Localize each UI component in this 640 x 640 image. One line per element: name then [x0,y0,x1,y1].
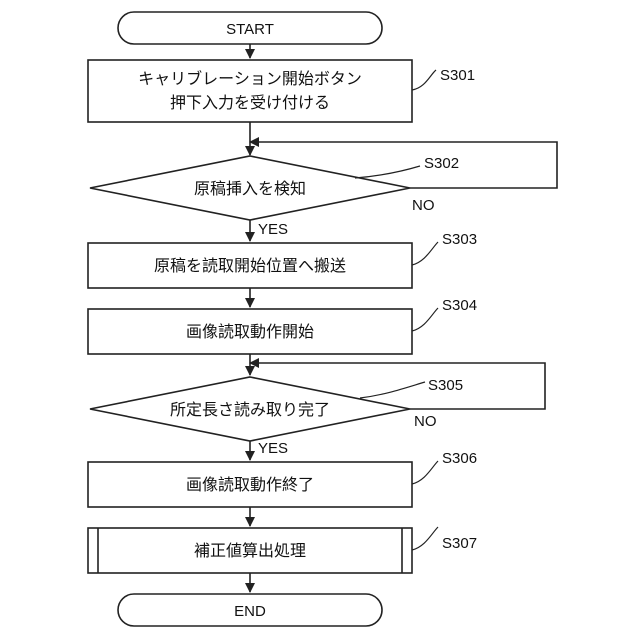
leader-s307 [412,527,438,550]
leader-s305 [360,382,425,398]
step-id-s306: S306 [442,450,477,467]
decision-s305: 所定長さ読み取り完了 [90,377,410,441]
leader-s304 [412,308,438,331]
s304-text: 画像読取動作開始 [186,322,314,341]
leader-s301 [412,70,436,90]
s302-question: 原稿挿入を検知 [194,179,306,198]
leader-s303 [412,242,438,265]
leader-s302 [355,166,420,178]
s301-line-1: キャリブレーション開始ボタン [138,69,362,88]
step-id-s302: S302 [424,155,459,172]
start-label: START [226,21,274,38]
step-id-s304: S304 [442,297,477,314]
process-s303: 原稿を読取開始位置へ搬送 [88,243,412,288]
process-s301: キャリブレーション開始ボタン 押下入力を受け付ける [88,60,412,122]
end-terminal: END [118,594,382,626]
no-label-s302: NO [412,197,435,214]
yes-label-s302: YES [258,221,288,238]
end-label: END [234,603,266,620]
step-id-s301: S301 [440,67,475,84]
yes-label-s305: YES [258,440,288,457]
no-label-s305: NO [414,413,437,430]
step-id-s307: S307 [442,535,477,552]
step-id-s303: S303 [442,231,477,248]
step-id-s305: S305 [428,377,463,394]
s301-line-2: 押下入力を受け付ける [170,93,330,112]
s305-question: 所定長さ読み取り完了 [170,400,330,419]
process-s306: 画像読取動作終了 [88,462,412,507]
s303-text: 原稿を読取開始位置へ搬送 [154,256,346,275]
predefined-process-s307: 補正値算出処理 [88,528,412,573]
start-terminal: START [118,12,382,44]
leader-s306 [412,461,438,484]
s306-text: 画像読取動作終了 [186,475,314,494]
process-s304: 画像読取動作開始 [88,309,412,354]
decision-s302: 原稿挿入を検知 [90,156,410,220]
s307-text: 補正値算出処理 [194,541,306,560]
